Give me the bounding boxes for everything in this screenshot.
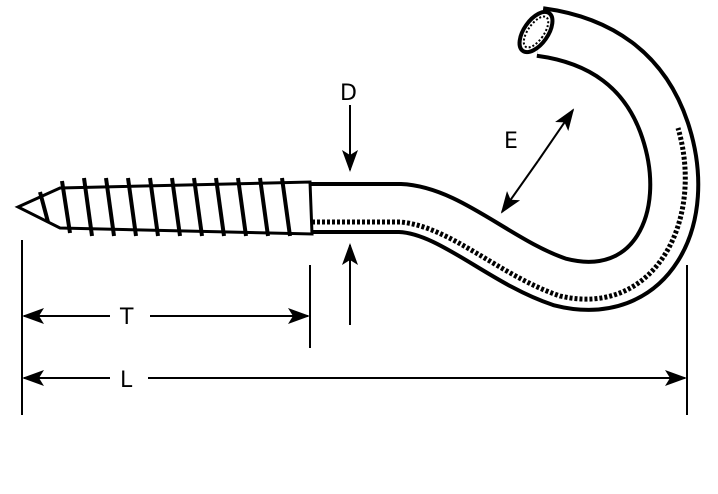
thread-mark <box>280 177 292 237</box>
thread-mark <box>38 191 50 223</box>
thread-mark <box>192 177 204 237</box>
thread-mark <box>170 177 182 237</box>
hook-body <box>310 6 701 312</box>
thread-mark <box>104 177 116 237</box>
label-e: E <box>504 129 518 154</box>
thread-mark <box>214 177 226 237</box>
label-l: L <box>120 368 133 393</box>
thread-mark <box>236 177 248 237</box>
thread-mark <box>126 177 138 237</box>
thread-mark <box>60 180 72 234</box>
e-arrow <box>537 108 575 162</box>
thread-mark <box>82 177 94 237</box>
e-arrow <box>500 160 539 214</box>
thread-mark <box>258 177 270 237</box>
threaded-shank <box>14 177 314 237</box>
thread-mark <box>148 177 160 237</box>
label-t: T <box>119 305 134 330</box>
label-d: D <box>340 81 357 106</box>
